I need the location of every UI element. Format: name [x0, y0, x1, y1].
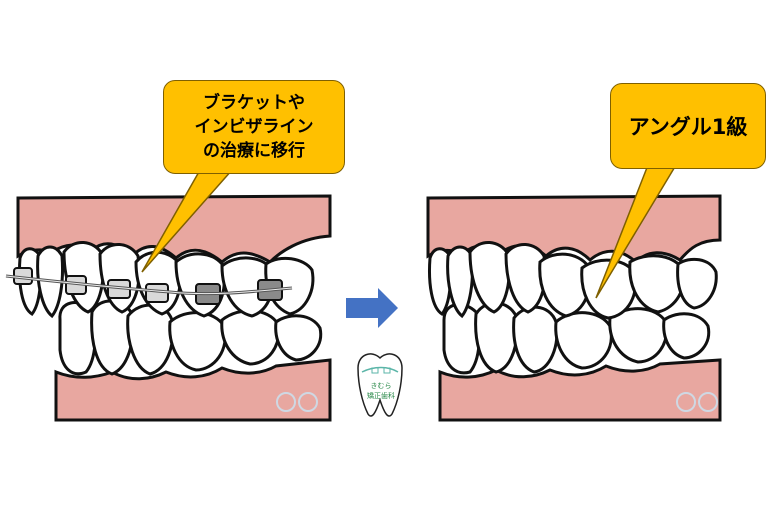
right-lower-teeth	[442, 301, 711, 375]
left-callout-line-2: インビザライン	[194, 117, 314, 137]
left-watermark-icon	[276, 392, 318, 412]
left-lower-teeth	[58, 299, 323, 376]
left-teeth-illustration	[5, 169, 332, 422]
right-watermark-icon	[676, 392, 718, 412]
right-lower-gum	[438, 358, 722, 422]
left-callout-line-3: の治療に移行	[203, 141, 305, 161]
left-brackets	[13, 267, 283, 305]
right-callout: アングル1級	[610, 83, 766, 169]
logo-line2: 矯正歯科	[367, 391, 395, 400]
right-upper-teeth	[428, 241, 718, 320]
clinic-logo: きむら 矯正歯科	[357, 353, 403, 417]
left-callout-line-1: ブラケットや	[203, 93, 305, 113]
right-callout-text: アングル1級	[628, 115, 748, 139]
right-arrow-icon	[346, 288, 398, 328]
left-lower-gum	[54, 358, 332, 422]
left-callout: ブラケットや インビザライン の治療に移行	[163, 80, 345, 174]
logo-line1: きむら	[371, 382, 392, 390]
right-teeth-illustration	[426, 164, 722, 422]
